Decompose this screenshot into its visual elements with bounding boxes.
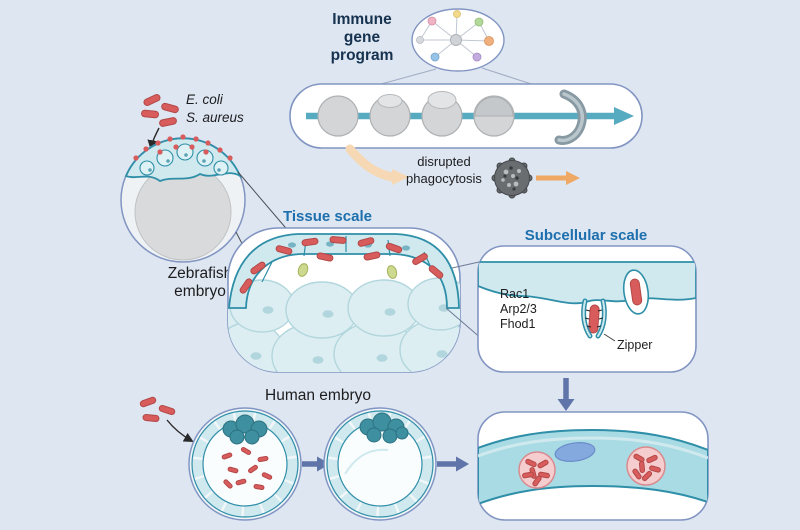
bacteria-on-embryo bbox=[133, 134, 233, 161]
orange-arrowhead-icon bbox=[566, 171, 580, 185]
immune-cell-speck bbox=[386, 265, 398, 279]
ecoli-label: E. coli bbox=[186, 92, 224, 107]
inner-cell-mass bbox=[359, 412, 409, 444]
human-blastocyst-infected bbox=[188, 407, 302, 521]
disrupted-label-line2: phagocytosis bbox=[406, 171, 482, 186]
immune-program-line1: Immune bbox=[332, 11, 392, 28]
zebrafish-label-line2: embryo bbox=[174, 283, 226, 300]
arp23-label: Arp2/3 bbox=[500, 302, 537, 316]
bacteria-on-tissue bbox=[239, 236, 444, 294]
development-timeline-panel bbox=[289, 83, 643, 149]
gene-node bbox=[416, 36, 424, 44]
zipper-label: Zipper bbox=[617, 338, 652, 352]
cell-nucleus bbox=[554, 442, 596, 462]
bacteria-cluster-1 bbox=[518, 451, 556, 489]
arrowhead-down-icon bbox=[557, 399, 575, 411]
fhod1-label: Fhod1 bbox=[500, 317, 535, 331]
gene-node-hub bbox=[450, 34, 462, 46]
engulfed-bacterium-vesicle bbox=[622, 269, 650, 315]
gene-node bbox=[430, 52, 440, 62]
gene-node bbox=[484, 36, 494, 46]
zipper-leader-line bbox=[603, 333, 616, 342]
pathogen-bacteria-top bbox=[141, 94, 179, 150]
orange-swoosh-arrow bbox=[345, 144, 397, 182]
development-arrowhead-icon bbox=[614, 107, 634, 125]
bacteria-cluster-2 bbox=[626, 446, 666, 486]
tissue-scale-panel bbox=[227, 227, 461, 373]
pathogen-bacteria-bottom bbox=[139, 396, 194, 442]
bacteria-in-blastocyst bbox=[221, 447, 273, 491]
gene-network-oval bbox=[411, 8, 505, 72]
zebrafish-label-line1: Zebrafish bbox=[168, 265, 233, 282]
subcellular-scale-panel: Rac1 Arp2/3 Fhod1 Zipper bbox=[477, 245, 697, 373]
gene-node bbox=[472, 52, 482, 62]
human-embryo-label: Human embryo bbox=[265, 387, 371, 404]
gene-node bbox=[427, 16, 437, 26]
saureus-label: S. aureus bbox=[186, 110, 244, 125]
band-highlight bbox=[478, 436, 708, 460]
disrupted-phagocytosis-row: disrupted phagocytosis bbox=[345, 144, 580, 199]
disrupted-label-line1: disrupted bbox=[417, 154, 470, 169]
cavity-lining bbox=[344, 448, 389, 475]
orange-swoosh-head-icon bbox=[392, 169, 409, 185]
arrowhead-right-icon bbox=[456, 456, 469, 472]
dead-phagocyte-cell bbox=[491, 157, 533, 199]
subcellular-scale-label: Subcellular scale bbox=[525, 227, 648, 244]
tissue-scale-label: Tissue scale bbox=[283, 208, 372, 225]
immune-program-line3: program bbox=[331, 47, 394, 64]
immune-cell-speck bbox=[297, 263, 309, 277]
infected-tissue-panel bbox=[477, 411, 709, 521]
immune-program-line2: gene bbox=[344, 29, 381, 46]
zebrafish-embryo bbox=[120, 134, 246, 263]
human-blastocyst-cleared bbox=[323, 407, 437, 521]
rac1-label: Rac1 bbox=[500, 287, 529, 301]
gene-node bbox=[453, 10, 461, 18]
inner-cell-mass bbox=[222, 414, 268, 445]
gene-node bbox=[474, 17, 484, 27]
zippering-bacterium bbox=[581, 298, 607, 339]
infection-arrow-icon bbox=[166, 419, 194, 442]
embryo-stage-1 bbox=[317, 95, 359, 137]
